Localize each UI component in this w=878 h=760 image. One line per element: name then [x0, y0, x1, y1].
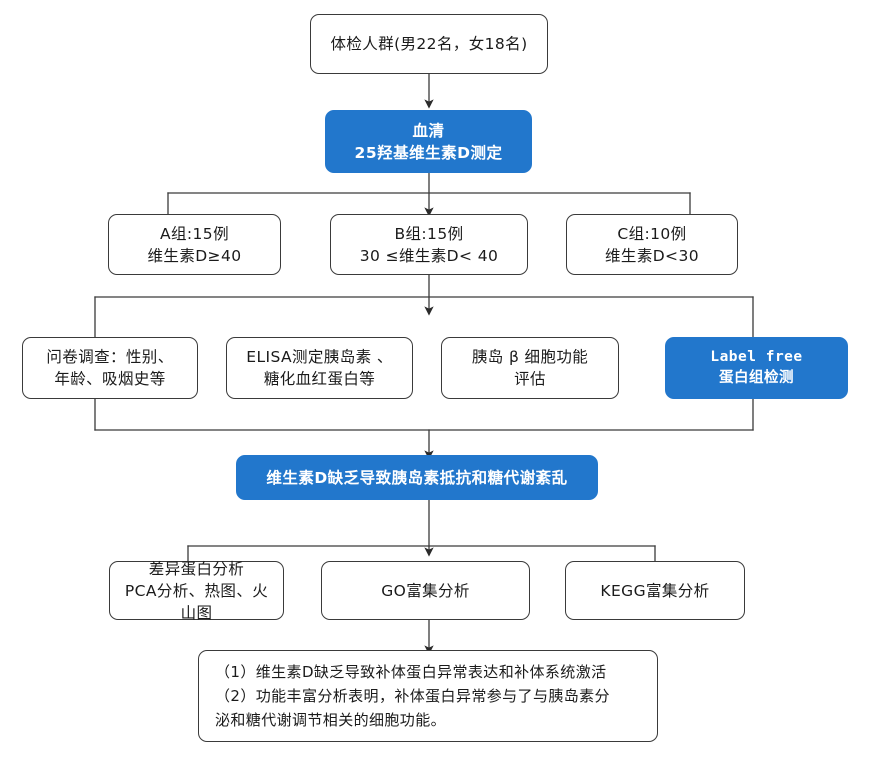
node-elisa-label: ELISA测定胰岛素 、 糖化血红蛋白等 — [246, 348, 393, 388]
node-group-c[interactable]: C组:10例 维生素D<30 — [566, 214, 738, 275]
node-cohort-label: 体检人群(男22名，女18名) — [330, 35, 528, 53]
node-elisa[interactable]: ELISA测定胰岛素 、 糖化血红蛋白等 — [226, 337, 413, 399]
node-kegg-enrichment[interactable]: KEGG富集分析 — [565, 561, 745, 620]
node-conclusion-label: （1）维生素D缺乏导致补体蛋白异常表达和补体系统激活 （2）功能丰富分析表明，补… — [215, 662, 610, 730]
node-serum-assay-label: 血清 25羟基维生素D测定 — [354, 121, 503, 162]
node-questionnaire-label: 问卷调查：性别、 年龄、吸烟史等 — [46, 348, 174, 388]
node-diff-protein-label: 差异蛋白分析 PCA分析、热图、火 山图 — [124, 559, 269, 622]
node-conclusion[interactable]: （1）维生素D缺乏导致补体蛋白异常表达和补体系统激活 （2）功能丰富分析表明，补… — [198, 650, 658, 742]
node-go-enrichment-label: GO富集分析 — [381, 581, 470, 600]
node-diff-protein[interactable]: 差异蛋白分析 PCA分析、热图、火 山图 — [109, 560, 284, 622]
node-kegg-enrichment-label: KEGG富集分析 — [600, 581, 710, 600]
node-finding[interactable]: 维生素D缺乏导致胰岛素抵抗和糖代谢紊乱 — [236, 455, 598, 500]
node-cohort[interactable]: 体检人群(男22名，女18名) — [310, 14, 548, 74]
node-group-b[interactable]: B组:15例 30 ≤维生素D< 40 — [330, 214, 528, 275]
node-group-a[interactable]: A组:15例 维生素D≥40 — [108, 214, 281, 275]
node-finding-label: 维生素D缺乏导致胰岛素抵抗和糖代谢紊乱 — [266, 468, 568, 487]
node-label-free-label: Label free 蛋白组检测 — [710, 349, 803, 386]
node-questionnaire[interactable]: 问卷调查：性别、 年龄、吸烟史等 — [22, 337, 198, 399]
node-serum-assay[interactable]: 血清 25羟基维生素D测定 — [325, 110, 532, 173]
node-group-c-label: C组:10例 维生素D<30 — [605, 224, 699, 265]
node-beta-cell[interactable]: 胰岛 β 细胞功能 评估 — [441, 337, 619, 399]
node-group-b-label: B组:15例 30 ≤维生素D< 40 — [359, 224, 499, 265]
node-go-enrichment[interactable]: GO富集分析 — [321, 561, 530, 620]
node-group-a-label: A组:15例 维生素D≥40 — [147, 224, 242, 265]
node-beta-cell-label: 胰岛 β 细胞功能 评估 — [471, 348, 589, 388]
node-label-free[interactable]: Label free 蛋白组检测 — [665, 337, 848, 399]
